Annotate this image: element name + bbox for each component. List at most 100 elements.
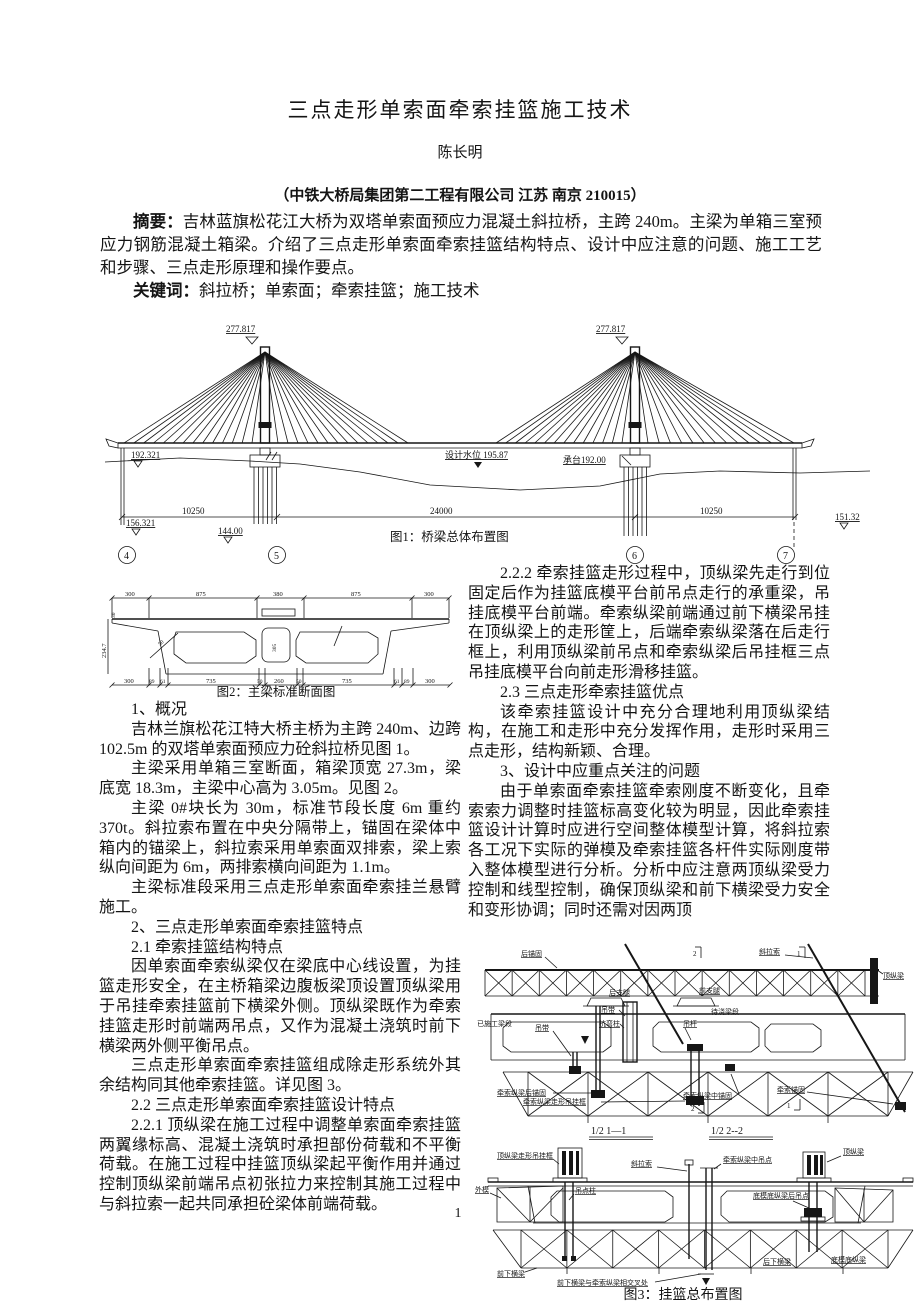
pier-number: 6: [632, 551, 637, 562]
section-heading: 2.3 三点走形牵索挂篮优点: [500, 683, 685, 701]
figure2-caption: 图2：主梁标准断面图: [216, 685, 336, 699]
body-paragraph: 2.2.1 顶纵梁在施工过程中调整单索面牵索挂篮两翼缘标高、混凝土浇筑时承担部份…: [99, 1116, 461, 1213]
fig2-web-dim: 50: [157, 639, 165, 647]
fig3b-mid-point-label: 牵索纵梁中吊点: [723, 1155, 772, 1164]
fig1-elev-right-low: 151.32: [835, 512, 860, 522]
right-column: 2.2.2 牵索挂篮走形过程中，顶纵梁先走行到位固定后作为挂篮底模平台前吊点走行…: [468, 564, 830, 920]
figure2-cross-section: 300 875 380 875 300 50 305 234.7 30 300 …: [101, 591, 453, 688]
pier-number: 7: [783, 551, 788, 562]
left-column: 1、概况 吉林兰旗松花江特大桥主桥为主跨 240m、边跨 102.5m 的双塔单…: [99, 700, 461, 1215]
fig2-dim: 61: [394, 679, 400, 685]
fig2-dim: 735: [342, 678, 352, 685]
fig3a-rear-anchor-label: 后锚固: [521, 949, 542, 958]
section-mark: 1: [787, 1102, 791, 1110]
keywords-text: 斜拉桥；单索面；牵索挂篮；施工技术: [199, 281, 480, 300]
abstract-label: 摘要：: [133, 212, 183, 231]
fig3a-section1-caption: 1/2 1—1: [591, 1126, 626, 1137]
fig3a-rod-label: 吊杆: [683, 1019, 697, 1028]
keywords-label: 关键词：: [133, 281, 199, 300]
figure3-lower-drawing: 顶纵梁走形吊挂框 斜拉索 牵索纵梁中吊点 顶纵梁 外模 吊点柱 底模底纵梁后吊点…: [475, 1147, 914, 1287]
section-mark: 1: [797, 950, 801, 958]
fig1-span-main: 24000: [430, 506, 453, 516]
section-mark: 2: [693, 950, 697, 958]
fig1-elev-left-low: 156.321: [126, 518, 155, 528]
keywords-paragraph: 关键词：斜拉桥；单索面；牵索挂篮；施工技术: [100, 279, 822, 302]
fig1-pier-numbers: 4 5 6 7: [118, 546, 795, 564]
fig2-height-dim: 234.7: [101, 643, 108, 658]
body-paragraph: 主梁 0#块长为 30m，标准节段长度 6m 重约 370t。斜拉索布置在中央分…: [99, 799, 461, 877]
fig2-dim: 50: [296, 679, 302, 685]
author-name: 陈长明: [437, 145, 483, 161]
fig3a-top-beam-label: 顶纵梁: [883, 971, 904, 980]
fig2-dim: 380: [273, 591, 283, 598]
fig1-span-left: 10250: [182, 506, 205, 516]
pier-number: 5: [274, 551, 279, 562]
fig3b-bottom-beam-label: 底模底纵梁: [831, 1255, 866, 1264]
fig1-span-right: 10250: [700, 506, 723, 516]
figure1-bridge-elevation: 277.817 277.817 192.321 设计水位 195.87 承台19…: [104, 324, 871, 564]
figure3-caption: 图3：挂篮总布置图: [623, 1288, 743, 1303]
body-paragraph: 三点走形单索面牵索挂篮组成除走形系统外其余结构同其他牵索挂篮。详见图 3。: [99, 1057, 461, 1095]
affiliation: （中铁大桥局集团第二工程有限公司 江苏 南京 210015）: [274, 188, 646, 204]
fig2-mid-dim: 305: [272, 644, 278, 653]
page-number: 1: [454, 1206, 462, 1221]
fig2-dim: 735: [206, 678, 216, 685]
fig3a-stay-cable-label: 斜拉索: [759, 947, 780, 956]
fig1-tower-elev-left: 277.817: [226, 324, 256, 334]
fig3a-bend-column-label: 抗弯柱: [599, 1019, 620, 1028]
figure3-upper-drawing: 2 1 2 1 后锚固 斜拉索 顶纵梁 后支腿 前支腿 吊带 抗弯柱 已施工梁段…: [477, 943, 914, 1140]
fig3a-sling-label: 吊带: [601, 1006, 615, 1014]
fig3b-front-beam-label: 前下横梁: [497, 1269, 525, 1278]
body-paragraph: 主梁采用单箱三室断面，箱梁顶宽 27.3m，梁底宽 18.3m，主梁中心高为 3…: [99, 760, 461, 798]
fig3a-cast-segment-label: 待浇梁段: [711, 1007, 739, 1016]
pier-number: 4: [124, 551, 129, 562]
body-paragraph: 由于单索面牵索挂篮牵索刚度不断变化，且牵索索力调整时挂篮标高变化较为明显，因此牵…: [468, 782, 830, 919]
fig3b-stay-cable-label: 斜拉索: [631, 1159, 652, 1168]
fig3a-rear-leg-label: 后支腿: [609, 988, 630, 997]
fig2-dim: 61: [160, 679, 166, 685]
body-paragraph: 该牵索挂篮设计中充分合理地利用顶纵梁结构，在施工和走形中充分发挥作用，走形时采用…: [468, 703, 830, 761]
fig3b-top-beam-label: 顶纵梁: [843, 1147, 864, 1156]
abstract-block: 摘要：吉林蓝旗松花江大桥为双塔单索面预应力混凝土斜拉桥，主跨 240m。主梁为单…: [100, 210, 822, 302]
body-paragraph: 因单索面牵索纵梁仅在梁底中心线设置，为挂篮走形安全，在主桥箱梁边腹板梁顶设置顶纵…: [99, 958, 461, 1055]
fig3b-rear-point-label: 底模底纵梁后吊点: [753, 1191, 809, 1200]
section-heading: 2、三点走形单索面牵索挂篮特点: [131, 918, 364, 936]
fig3a-rear-anchor2-label: 牵索纵梁后锚固: [497, 1088, 546, 1097]
fig1-pile-cap-label: 承台192.00: [563, 454, 606, 465]
fig3b-outer-form-label: 外模: [475, 1185, 489, 1194]
section-heading: 2.1 牵索挂篮结构特点: [131, 938, 284, 956]
fig2-slab-dim: 30: [111, 612, 117, 618]
fig1-elev-found: 144.00: [218, 526, 243, 536]
fig1-tower-elev-right: 277.817: [596, 324, 626, 334]
fig3a-sling-label: 吊带: [535, 1024, 549, 1032]
fig1-water-level: 设计水位 195.87: [445, 449, 509, 460]
abstract-text: 吉林蓝旗松花江大桥为双塔单索面预应力混凝土斜拉桥，主跨 240m。主梁为单箱三室…: [100, 212, 823, 277]
fig3a-cable-anchor-label: 牵索锚固: [777, 1085, 805, 1094]
fig2-dim: 300: [424, 591, 434, 598]
fig1-elev-left: 192.321: [131, 450, 160, 460]
fig3a-mid-anchor-label: 牵索纵梁中锚固: [683, 1091, 732, 1100]
fig3a-front-leg-label: 前支腿: [699, 986, 720, 995]
body-paragraph: 2.2.2 牵索挂篮走形过程中，顶纵梁先走行到位固定后作为挂篮底模平台前吊点走行…: [468, 565, 830, 681]
fig3a-built-segment-label: 已施工梁段: [477, 1019, 512, 1028]
fig3b-cross-note-label: 前下横梁与牵索纵梁相交叉处: [557, 1278, 648, 1287]
fig3b-hang-column-label: 吊点柱: [575, 1186, 596, 1195]
fig2-dim: 300: [124, 678, 134, 685]
body-paragraph: 主梁标准段采用三点走形单索面牵索挂兰悬臂施工。: [99, 879, 461, 916]
fig2-dim: 260: [274, 678, 284, 685]
section-heading: 3、设计中应重点关注的问题: [500, 762, 701, 780]
figure1-caption: 图1：桥梁总体布置图: [390, 529, 509, 544]
fig2-dim: 300: [125, 591, 135, 598]
fig2-dim: 300: [425, 678, 435, 685]
fig3a-section2-caption: 1/2 2--2: [711, 1126, 743, 1137]
fig2-dim: 89: [404, 679, 410, 685]
page-title: 三点走形单索面牵索挂篮施工技术: [287, 98, 633, 122]
fig3a-walk-frame-label: 牵索纵梁走形吊挂框: [523, 1097, 586, 1106]
fig3b-walk-frame-label: 顶纵梁走形吊挂框: [497, 1151, 553, 1160]
fig2-dim: 89: [149, 679, 155, 685]
body-paragraph: 吉林兰旗松花江特大桥主桥为主跨 240m、边跨 102.5m 的双塔单索面预应力…: [99, 720, 461, 758]
fig2-dim: 875: [351, 591, 361, 598]
fig2-dim: 50: [257, 679, 263, 685]
abstract-paragraph: 摘要：吉林蓝旗松花江大桥为双塔单索面预应力混凝土斜拉桥，主跨 240m。主梁为单…: [100, 210, 822, 279]
